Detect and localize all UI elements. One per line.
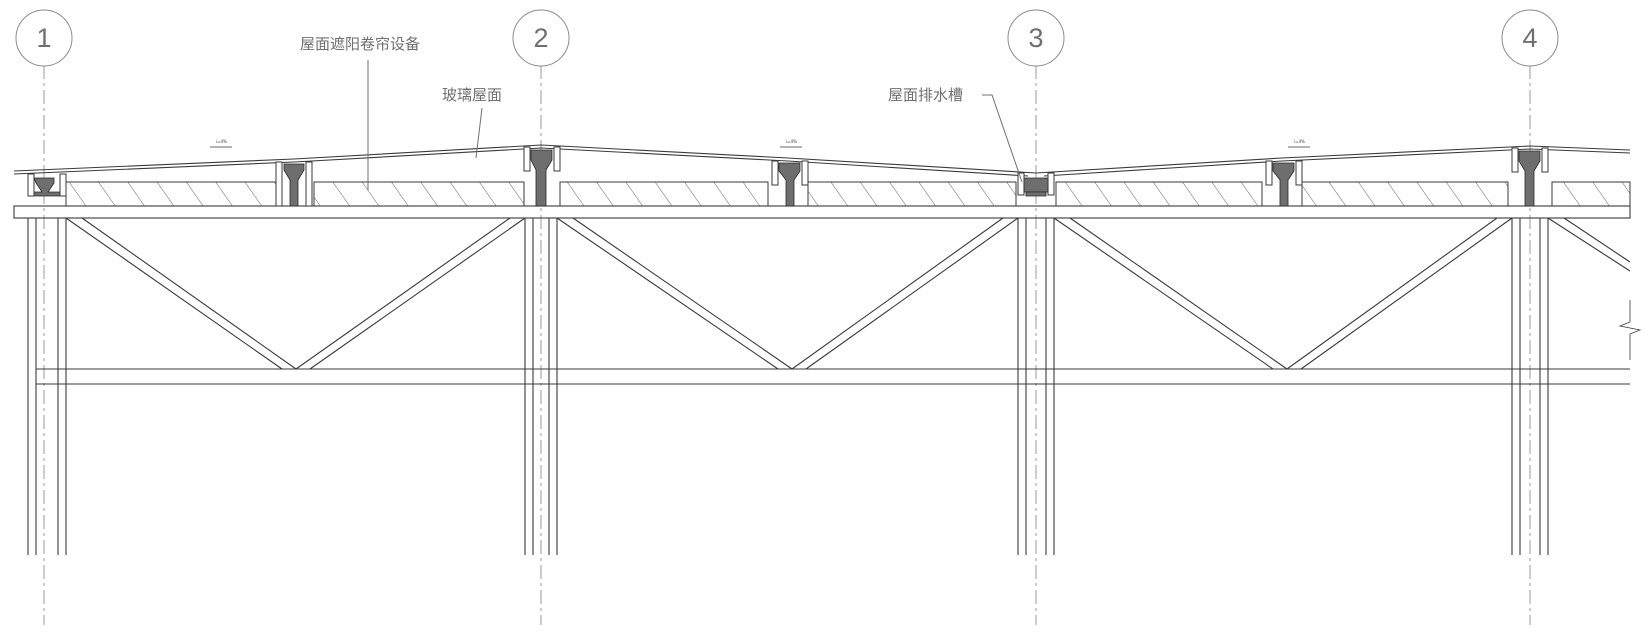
axis-2-label: 2 — [533, 23, 548, 53]
slope-mark-1: i=4% — [210, 139, 232, 148]
roof-supports — [27, 146, 1549, 207]
support-axis-3-gutter — [1017, 172, 1055, 197]
slope-mark-3: i=4% — [1288, 139, 1310, 148]
svg-text:i=4%: i=4% — [216, 139, 227, 144]
axis-4: 4 — [1501, 9, 1559, 625]
axis-1-label: 1 — [36, 23, 51, 53]
support-axis-4 — [1511, 147, 1549, 207]
axis-2-bubble — [512, 9, 570, 67]
glass-roof — [13, 144, 1631, 177]
support-axis-1 — [27, 173, 67, 197]
svg-text:屋面排水槽: 屋面排水槽 — [888, 86, 963, 104]
callout-roof-gutter: 屋面排水槽 — [888, 86, 1023, 183]
axis-4-bubble — [1501, 9, 1559, 67]
slope-marks: i=4% i=4% i=4% — [210, 139, 1310, 148]
column-axis-4 — [1511, 218, 1549, 555]
svg-text:i=4%: i=4% — [786, 139, 797, 144]
axis-1-bubble — [15, 9, 73, 67]
top-chord — [13, 205, 1631, 219]
axis-1: 1 — [15, 9, 73, 625]
break-line — [1618, 300, 1642, 360]
column-axis-1 — [27, 218, 67, 555]
web-diagonals — [65, 217, 1631, 370]
callout-shade-blind: 屋面遮阳卷帘设备 — [300, 35, 420, 190]
truss — [13, 205, 1642, 555]
svg-text:玻璃屋面: 玻璃屋面 — [442, 86, 502, 104]
axis-3-bubble — [1007, 9, 1065, 67]
support-mid-1 — [275, 161, 313, 207]
column-axis-2 — [524, 218, 558, 555]
callout-glass-roof: 玻璃屋面 — [442, 86, 502, 159]
svg-text:i=4%: i=4% — [1294, 139, 1305, 144]
slope-mark-2: i=4% — [780, 139, 802, 148]
axis-3-label: 3 — [1028, 23, 1043, 53]
support-mid-3 — [1265, 160, 1303, 207]
axis-3: 3 — [1007, 9, 1065, 625]
axis-2: 2 — [512, 9, 570, 625]
support-mid-2 — [771, 160, 809, 207]
shade-blind-boxes — [65, 181, 1631, 207]
support-axis-2 — [523, 146, 561, 207]
axis-4-label: 4 — [1522, 23, 1537, 53]
svg-text:屋面遮阳卷帘设备: 屋面遮阳卷帘设备 — [300, 35, 420, 53]
column-axis-3 — [1017, 218, 1055, 555]
